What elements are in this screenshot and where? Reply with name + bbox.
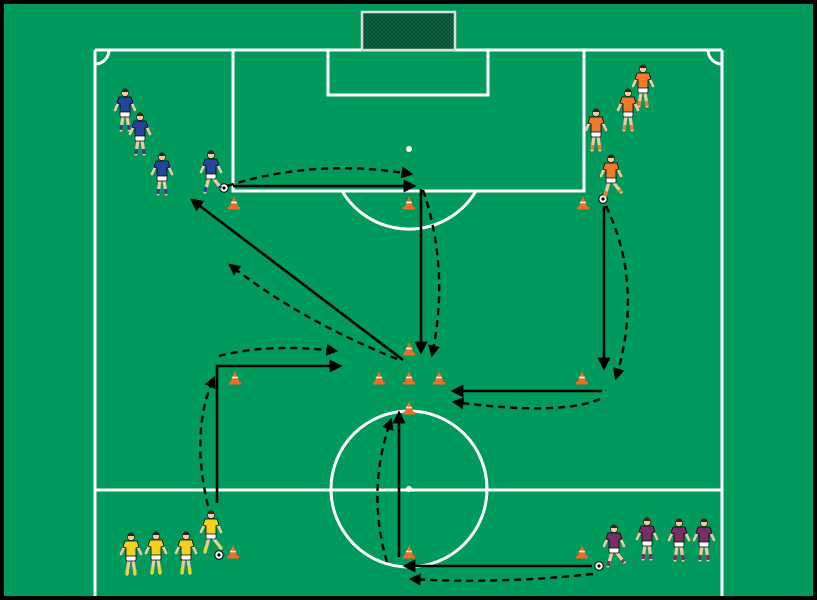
cone-icon [228, 196, 240, 210]
center-spot [406, 486, 412, 492]
cone-icon [403, 401, 415, 415]
run-arrow [451, 397, 601, 410]
cone-layer [227, 196, 589, 559]
player-figure-icon [113, 88, 137, 132]
player-figure-icon [199, 510, 223, 554]
cone-icon [403, 196, 415, 210]
player-figure-icon [119, 532, 143, 576]
cone-icon [229, 371, 241, 385]
player-figure-icon [150, 152, 174, 196]
penalty-arc [340, 190, 478, 231]
ball-layer [214, 183, 608, 571]
run-arrow [376, 417, 394, 563]
cone-icon [433, 371, 445, 385]
run-arrow [199, 375, 216, 507]
player-layer [113, 64, 716, 576]
player-figure-icon [128, 112, 152, 156]
player-figure-icon [599, 154, 623, 198]
arrow-layer [189, 179, 611, 573]
cone-icon [373, 371, 385, 385]
run-arrow [604, 205, 630, 381]
run-arrow [228, 263, 398, 361]
player-figure-icon [635, 517, 659, 561]
pass-arrow [215, 359, 343, 503]
cone-icon [576, 371, 588, 385]
corner-arc-right [706, 49, 723, 66]
player-figure-icon [584, 108, 608, 152]
run-arrow-layer [199, 166, 630, 586]
corner-arc-left [94, 49, 111, 66]
player-figure-icon [602, 524, 626, 568]
pass-arrow [189, 198, 404, 362]
run-arrow [408, 572, 594, 586]
player-figure-icon [199, 150, 223, 194]
cone-icon [577, 196, 589, 210]
run-arrow [421, 189, 441, 358]
player-figure-icon [667, 518, 691, 562]
player-figure-icon [631, 64, 655, 108]
goal-net-icon [360, 10, 457, 52]
cone-icon [403, 371, 415, 385]
cone-icon [403, 545, 415, 559]
cone-icon [227, 545, 239, 559]
player-figure-icon [174, 531, 198, 575]
cone-icon [576, 545, 588, 559]
soccer-ball-icon [214, 550, 224, 560]
player-figure-icon [144, 531, 168, 575]
player-figure-icon [692, 518, 716, 562]
soccer-ball-icon [594, 561, 604, 571]
pitch-surface [4, 4, 813, 596]
player-figure-icon [616, 88, 640, 132]
cone-icon [403, 342, 415, 356]
run-arrow [218, 343, 339, 358]
penalty-spot [406, 146, 412, 152]
